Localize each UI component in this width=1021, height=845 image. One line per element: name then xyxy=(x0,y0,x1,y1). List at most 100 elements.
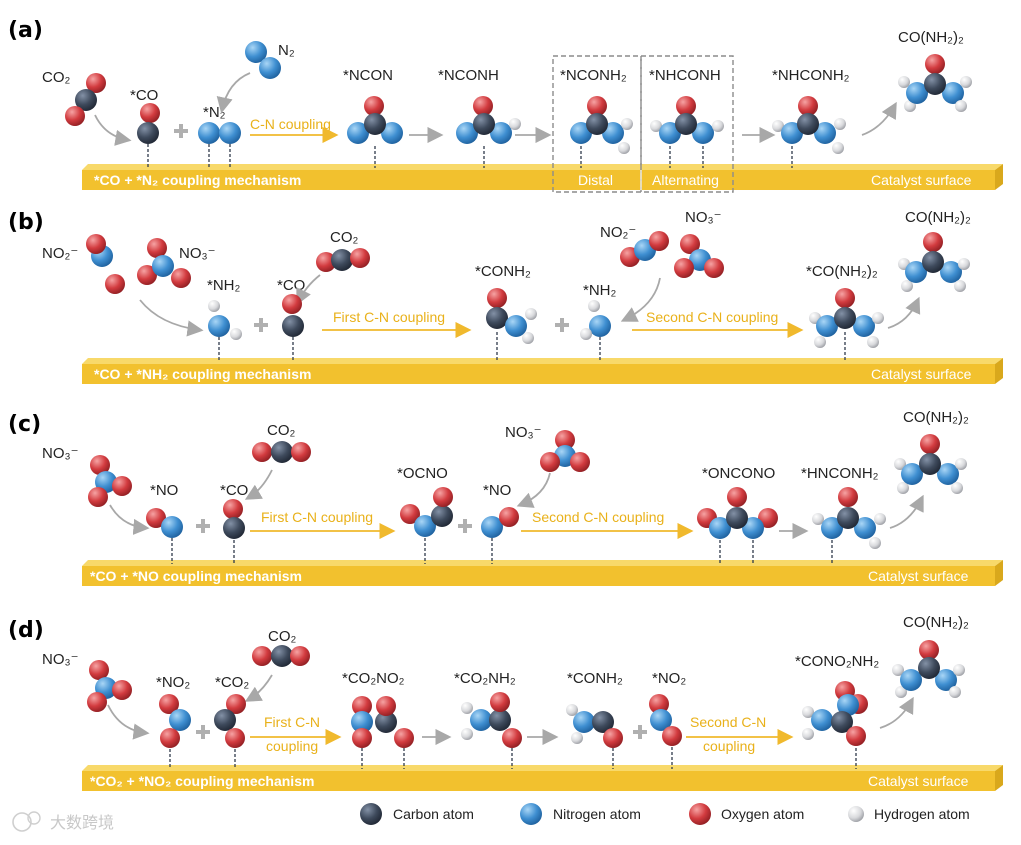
nconh2-a xyxy=(570,96,633,168)
label-c-no: *NO xyxy=(150,482,178,499)
oxygen-atom xyxy=(86,234,106,254)
carbon-atom xyxy=(431,505,453,527)
oxygen-atom xyxy=(758,508,778,528)
carbon-atom xyxy=(75,89,97,111)
oxygen-atom xyxy=(159,694,179,714)
carbon-atom xyxy=(592,711,614,733)
nh2-ads-b2 xyxy=(580,300,611,362)
hydrogen-atom xyxy=(522,332,534,344)
carbon-atom xyxy=(137,122,159,144)
co2-ads-d xyxy=(214,694,246,769)
nitrogen-atom xyxy=(152,255,174,277)
step-d-first-1: First C-N xyxy=(264,714,320,730)
step-a-cn: C-N coupling xyxy=(250,116,331,132)
label-b-nh2-2: *NH₂ xyxy=(583,282,617,299)
oxygen-atom xyxy=(350,248,370,268)
nitrogen-atom xyxy=(937,463,959,485)
co-ads-b xyxy=(282,294,304,362)
arrow-c-nitrate-2 xyxy=(516,472,551,508)
step-b-first: First C-N coupling xyxy=(333,309,445,325)
hydrogen-atom xyxy=(872,312,884,324)
co2nh2-d xyxy=(461,692,522,769)
cono2nh2-d xyxy=(802,681,868,769)
oxygen-atom xyxy=(540,452,560,472)
label-b-conh2: *CONH₂ xyxy=(475,263,531,280)
nitrogen-atom xyxy=(816,315,838,337)
hydrogen-atom xyxy=(580,328,592,340)
hydrogen-atom xyxy=(832,142,844,154)
ncon-a xyxy=(347,96,403,168)
arrow-c-co2 xyxy=(244,469,273,500)
arrow-d-co2 xyxy=(244,674,273,702)
step-d-second-2: coupling xyxy=(703,738,755,754)
label-b-no2-2: NO₂⁻ xyxy=(600,224,636,241)
carbon-atom xyxy=(375,711,397,733)
hydrogen-atom xyxy=(897,482,909,494)
hnconh2-c xyxy=(812,487,886,564)
watermark: 大数跨境 xyxy=(12,811,114,832)
oxygen-atom xyxy=(352,728,372,748)
bar-title-d: *CO₂ + *NO₂ coupling mechanism xyxy=(90,773,314,789)
legend-nitrogen-icon xyxy=(520,803,542,825)
label-b-urea: CO(NH₂)₂ xyxy=(905,209,971,226)
no2-ads-d xyxy=(159,694,191,769)
label-b-co2: CO₂ xyxy=(330,229,359,246)
co2-d xyxy=(252,645,310,667)
oxygen-atom xyxy=(90,455,110,475)
panel-letter-c: (c) xyxy=(8,412,41,437)
nitrogen-atom xyxy=(169,709,191,731)
nitrogen-atom xyxy=(602,122,624,144)
nitrogen-atom xyxy=(940,261,962,283)
nitrogen-atom xyxy=(347,122,369,144)
label-c-co2: CO₂ xyxy=(267,422,296,439)
nitrogen-atom xyxy=(470,709,492,731)
hydrogen-atom xyxy=(949,686,961,698)
oxygen-atom xyxy=(680,234,700,254)
oxygen-atom xyxy=(835,288,855,308)
carbon-atom xyxy=(586,113,608,135)
nhconh2-a xyxy=(772,96,846,168)
n2-ads-a xyxy=(198,122,241,168)
label-b-conh22: *CO(NH₂)₂ xyxy=(806,263,878,280)
carbon-atom xyxy=(831,711,853,733)
oxygen-atom xyxy=(171,268,191,288)
plus-icon xyxy=(174,124,188,138)
nitrogen-atom xyxy=(692,122,714,144)
nitrogen-atom xyxy=(814,122,836,144)
carbon-atom xyxy=(331,249,353,271)
carbon-atom xyxy=(364,113,386,135)
oxygen-atom xyxy=(662,726,682,746)
hydrogen-atom xyxy=(588,300,600,312)
step-b-second: Second C-N coupling xyxy=(646,309,778,325)
oxygen-atom xyxy=(674,258,694,278)
nitrogen-atom xyxy=(219,122,241,144)
label-c-co: *CO xyxy=(220,482,248,499)
catalyst-bar-b xyxy=(82,358,1003,384)
hydrogen-atom xyxy=(230,328,242,340)
watermark-logo-icon xyxy=(12,812,32,832)
legend-nitrogen-label: Nitrogen atom xyxy=(553,806,641,822)
label-d-conh2: *CONH₂ xyxy=(567,670,623,687)
arrow-b-nitrate xyxy=(620,277,661,322)
oxygen-atom xyxy=(291,442,311,462)
carbon-atom xyxy=(675,113,697,135)
label-b-no2: NO₂⁻ xyxy=(42,245,78,262)
nitrogen-atom xyxy=(901,463,923,485)
carbon-atom xyxy=(214,709,236,731)
label-a-nconh: *NCONH xyxy=(438,67,499,84)
oxygen-atom xyxy=(727,487,747,507)
oxygen-atom xyxy=(555,430,575,450)
urea-c xyxy=(894,434,967,494)
label-d-cono2nh2: *CONO₂NH₂ xyxy=(795,653,879,670)
nitrogen-atom xyxy=(659,122,681,144)
panel-letter-b: (b) xyxy=(8,210,44,235)
carbon-atom xyxy=(922,251,944,273)
hydrogen-atom xyxy=(898,76,910,88)
oxygen-atom xyxy=(798,96,818,116)
alternating-label: Alternating xyxy=(652,172,719,188)
hydrogen-atom xyxy=(901,280,913,292)
arrow-a-co2 xyxy=(94,114,132,146)
legend-carbon-icon xyxy=(360,803,382,825)
oxygen-atom xyxy=(487,288,507,308)
label-a-urea: CO(NH₂)₂ xyxy=(898,29,964,46)
